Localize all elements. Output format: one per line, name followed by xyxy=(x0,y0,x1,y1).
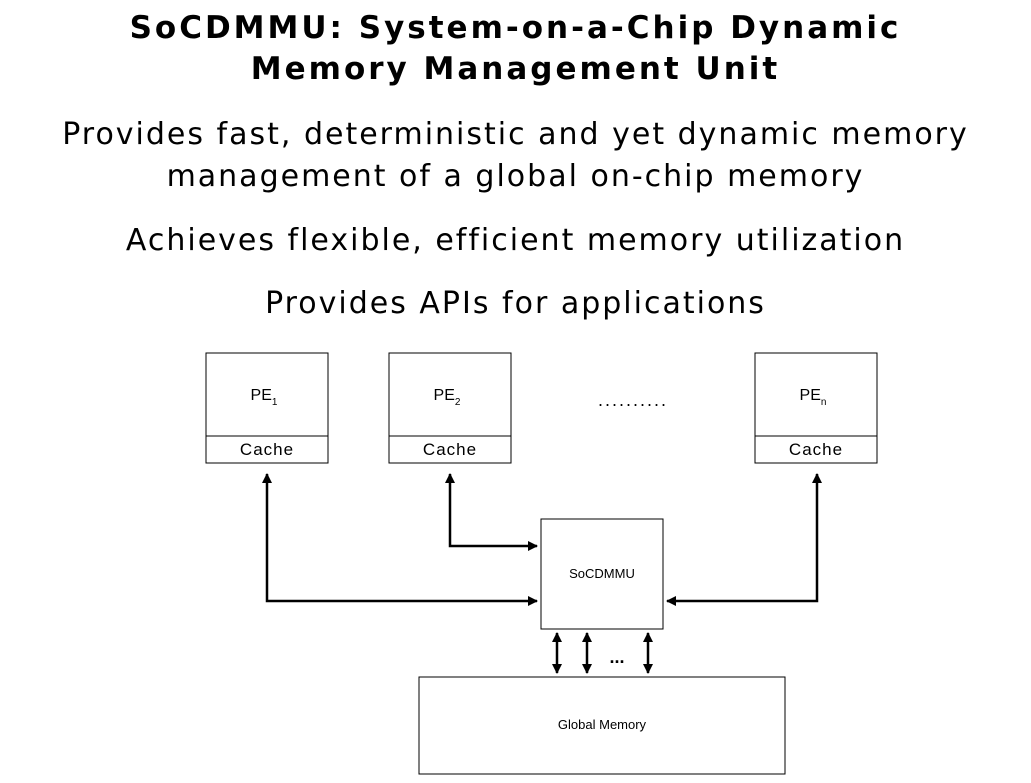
bullet-3-line-1: Provides APIs for applications xyxy=(265,286,766,321)
pe-2-socdmmu-connector xyxy=(445,473,538,551)
pe-2-cache-label: Cache xyxy=(423,440,477,459)
pe-1-cache-label: Cache xyxy=(240,440,294,459)
pe-1-label: PE1 xyxy=(251,387,278,408)
bullet-1-line-2: management of a global on-chip memory xyxy=(166,159,865,194)
bullet-apis: Provides APIs for applications xyxy=(0,283,1031,325)
pe-n-socdmmu-connector xyxy=(666,473,822,606)
pe-1-socdmmu-connector xyxy=(262,473,538,606)
pe-2-block: PE2 Cache xyxy=(388,352,512,464)
global-memory-block: Global Memory xyxy=(418,676,786,775)
pe-n-cache-label: Cache xyxy=(789,440,843,459)
slide-title: SoCDMMU: System-on-a-Chip Dynamic Memory… xyxy=(0,8,1031,90)
pe-2-label: PE2 xyxy=(434,387,461,408)
title-line-1: SoCDMMU: System-on-a-Chip Dynamic xyxy=(129,10,902,46)
global-memory-label: Global Memory xyxy=(558,717,647,732)
bullet-fast-deterministic: Provides fast, deterministic and yet dyn… xyxy=(0,114,1031,198)
memory-bus-ellipsis: ... xyxy=(609,647,624,667)
pe-1-block: PE1 Cache xyxy=(205,352,329,464)
bullet-flexible-utilization: Achieves flexible, efficient memory util… xyxy=(0,220,1031,262)
bullet-2-line-1: Achieves flexible, efficient memory util… xyxy=(125,223,906,258)
socdmmu-block: SoCDMMU xyxy=(540,518,664,630)
pe-ellipsis: .......... xyxy=(598,390,668,410)
title-line-2: Memory Management Unit xyxy=(250,51,781,87)
socdmmu-label: SoCDMMU xyxy=(569,566,635,581)
pe-n-block: PEn Cache xyxy=(754,352,878,464)
bullet-1-line-1: Provides fast, deterministic and yet dyn… xyxy=(62,117,969,152)
pe-n-label: PEn xyxy=(800,387,827,408)
